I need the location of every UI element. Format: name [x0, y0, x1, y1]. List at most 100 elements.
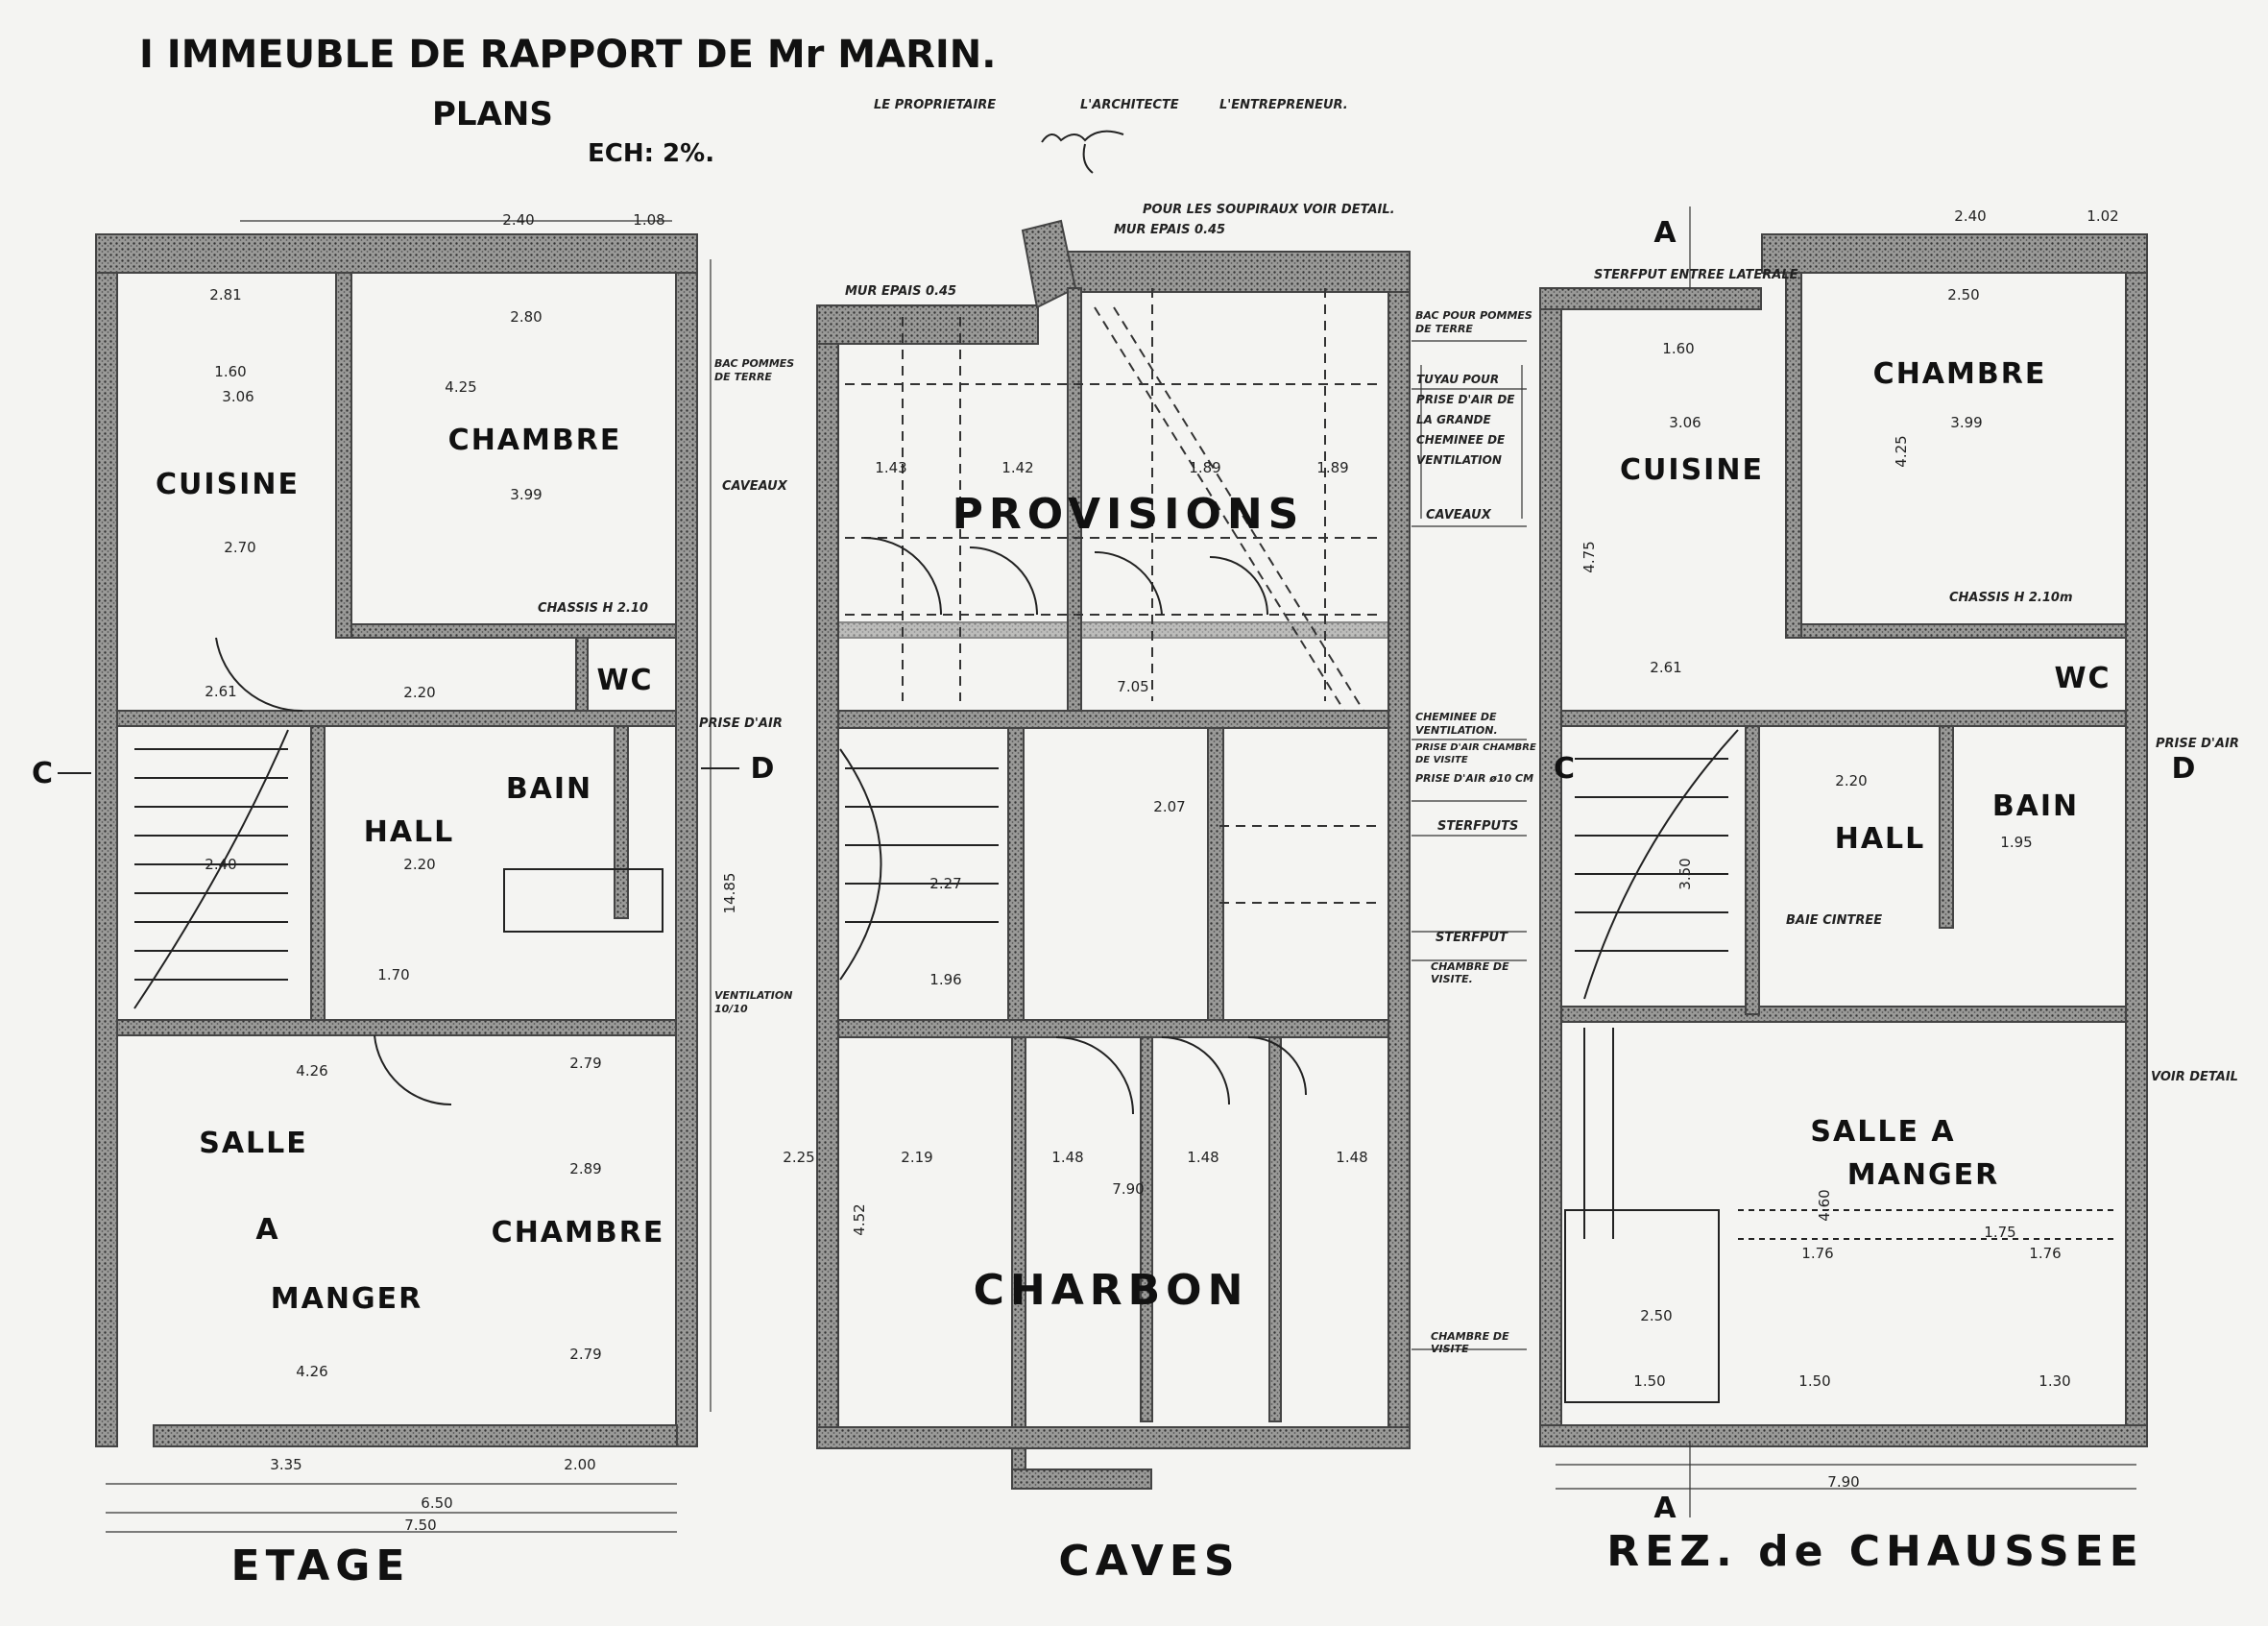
section-mark-c-rez: C: [1554, 752, 1577, 786]
plan-caves: PROVISIONS CHARBON POUR LES SOUPIRAUX VO…: [783, 203, 1536, 1586]
note-cheminee-ventilation: CHEMINEE DE VENTILATION.: [1415, 711, 1498, 737]
note-bac-pommes: BAC POMMES DE TERRE: [714, 357, 795, 383]
svg-text:1.50: 1.50: [1633, 1372, 1665, 1390]
svg-text:1.48: 1.48: [1336, 1149, 1367, 1166]
plan-label-rez-de-chaussee: REZ. de CHAUSSEE: [1606, 1527, 2144, 1576]
svg-text:2.40: 2.40: [205, 856, 236, 873]
svg-text:3.06: 3.06: [1669, 414, 1701, 431]
room-label-manger: MANGER: [271, 1282, 422, 1316]
room-label-manger-rez: MANGER: [1847, 1158, 1999, 1192]
room-label-wc-rez: WC: [2054, 662, 2111, 695]
svg-text:2.79: 2.79: [569, 1055, 601, 1072]
room-label-salle-a: SALLE A: [1810, 1115, 1955, 1149]
note-sterfput: STERFPUT: [1436, 931, 1508, 945]
svg-text:3.35: 3.35: [270, 1456, 302, 1473]
svg-text:1.96: 1.96: [929, 971, 961, 988]
signatory-contractor: L'ENTREPRENEUR.: [1219, 98, 1348, 112]
svg-text:3.50: 3.50: [1677, 858, 1694, 889]
note-soupiraux: POUR LES SOUPIRAUX VOIR DETAIL.: [1143, 203, 1395, 217]
room-label-bain: BAIN: [506, 772, 592, 806]
room-label-chambre-rez: CHAMBRE: [1873, 357, 2047, 391]
room-label-cuisine-rez: CUISINE: [1620, 453, 1764, 487]
room-label-wc: WC: [596, 664, 653, 697]
note-sterfputs: STERFPUTS: [1437, 819, 1518, 834]
svg-text:7.50: 7.50: [404, 1517, 436, 1534]
room-label-chambre-2: CHAMBRE: [492, 1216, 665, 1250]
svg-text:1.75: 1.75: [1984, 1224, 2015, 1241]
svg-text:1.89: 1.89: [1316, 459, 1348, 476]
svg-text:2.80: 2.80: [510, 308, 542, 326]
svg-text:1.42: 1.42: [1001, 459, 1033, 476]
note-mur-epais-1: MUR EPAIS 0.45: [1114, 223, 1225, 237]
svg-text:2.89: 2.89: [569, 1160, 601, 1177]
svg-text:2.50: 2.50: [1947, 286, 1979, 303]
note-mur-epais-2: MUR EPAIS 0.45: [845, 284, 956, 299]
signatory-architect: L'ARCHITECTE: [1080, 98, 1179, 112]
note-prise-air-10: PRISE D'AIR ø10 CM: [1415, 772, 1534, 785]
svg-text:4.26: 4.26: [296, 1062, 327, 1080]
scale-label: ECH: 2%.: [588, 139, 714, 168]
svg-text:4.75: 4.75: [1580, 541, 1598, 572]
svg-text:3.99: 3.99: [1950, 414, 1982, 431]
plan-label-caves: CAVES: [1058, 1537, 1240, 1586]
svg-text:1.02: 1.02: [2087, 207, 2118, 225]
plan-etage: CUISINE CHAMBRE HALL BAIN WC SALLE A MAN…: [32, 211, 795, 1590]
note-chassis: CHASSIS H 2.10: [538, 601, 648, 616]
svg-text:2.61: 2.61: [205, 683, 236, 700]
svg-text:4.25: 4.25: [1893, 435, 1910, 467]
svg-text:2.81: 2.81: [209, 286, 241, 303]
svg-text:6.50: 6.50: [421, 1494, 452, 1512]
svg-text:2.20: 2.20: [1835, 772, 1867, 789]
drawing-title: I IMMEUBLE DE RAPPORT DE Mr MARIN.: [139, 33, 996, 77]
svg-text:2.20: 2.20: [403, 856, 435, 873]
svg-text:1.48: 1.48: [1187, 1149, 1218, 1166]
room-label-charbon: CHARBON: [974, 1266, 1249, 1315]
room-label-hall-rez: HALL: [1835, 822, 1926, 856]
note-sterfput-entree: STERFPUT ENTREE LATERALE: [1594, 268, 1798, 282]
svg-text:2.27: 2.27: [929, 875, 961, 892]
plans-subtitle: PLANS: [432, 95, 553, 133]
svg-text:7.90: 7.90: [1112, 1180, 1144, 1198]
note-prise-air: PRISE D'AIR: [699, 716, 783, 731]
plan-rez-de-chaussee: CUISINE CHAMBRE HALL BAIN WC SALLE A MAN…: [1539, 206, 2239, 1576]
svg-text:2.40: 2.40: [502, 211, 534, 229]
svg-text:1.60: 1.60: [214, 363, 246, 380]
svg-text:2.07: 2.07: [1153, 798, 1185, 815]
svg-text:7.05: 7.05: [1117, 678, 1148, 695]
svg-text:2.79: 2.79: [569, 1346, 601, 1363]
section-mark-d: D: [751, 752, 777, 786]
svg-text:1.70: 1.70: [377, 966, 409, 983]
room-label-hall: HALL: [364, 815, 455, 849]
note-caveaux-caves: CAVEAUX: [1426, 508, 1492, 522]
svg-text:2.19: 2.19: [901, 1149, 932, 1166]
svg-text:1.76: 1.76: [1801, 1245, 1833, 1262]
svg-text:2.70: 2.70: [224, 539, 255, 556]
svg-text:2.00: 2.00: [564, 1456, 595, 1473]
svg-text:4.60: 4.60: [1816, 1189, 1833, 1221]
svg-text:3.06: 3.06: [222, 388, 253, 405]
note-prise-air-chambre: PRISE D'AIR CHAMBRE DE VISITE: [1415, 742, 1536, 765]
room-label-a: A: [255, 1213, 279, 1247]
svg-text:1.30: 1.30: [2039, 1372, 2070, 1390]
svg-text:1.08: 1.08: [633, 211, 664, 229]
svg-text:1.50: 1.50: [1798, 1372, 1830, 1390]
svg-text:2.61: 2.61: [1650, 659, 1681, 676]
section-mark-a-bottom: A: [1653, 1492, 1677, 1525]
svg-text:1.60: 1.60: [1662, 340, 1694, 357]
note-prise-air-rez: PRISE D'AIR: [2156, 737, 2239, 751]
note-tuyau-prise-air: TUYAU POUR PRISE D'AIR DE LA GRANDE CHEM…: [1416, 373, 1515, 467]
signature: [1041, 130, 1124, 174]
svg-text:14.85: 14.85: [721, 873, 738, 914]
room-label-salle: SALLE: [199, 1127, 308, 1160]
section-mark-c: C: [32, 757, 55, 790]
svg-text:2.20: 2.20: [403, 684, 435, 701]
section-mark-a-top: A: [1653, 216, 1677, 250]
svg-text:1.43: 1.43: [875, 459, 906, 476]
section-mark-d-rez: D: [2172, 752, 2198, 786]
room-label-chambre: CHAMBRE: [448, 424, 622, 457]
note-chambre-visite-2: CHAMBRE DE VISITE: [1431, 1330, 1509, 1355]
dimension-labels: 2.40 1.08 2.81 1.60 3.06 2.80 4.25 3.99 …: [205, 211, 738, 1534]
note-caveaux: CAVEAUX: [722, 479, 788, 494]
note-voir-detail: VOIR DETAIL: [2151, 1070, 2238, 1084]
